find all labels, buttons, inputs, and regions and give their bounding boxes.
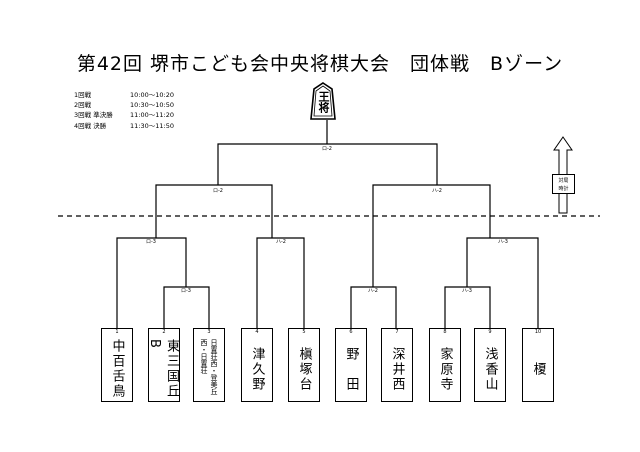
team-box: 7 深井西 [381,328,413,402]
team-seed: 7 [395,329,399,335]
team-name: 浅香山 [482,346,498,392]
team-name: 津久野 [249,346,265,392]
team-name: 家原寺 [437,346,453,392]
team-name: 野 田 [343,346,359,392]
clock-label-line: 時計 [558,186,569,192]
bracket-match-d1 [444,286,491,330]
team-name: 東三国丘B [147,339,179,399]
score-match: ハ-3 [497,239,509,245]
team-seed: 3 [207,329,211,335]
team-box: 6 野 田 [335,328,367,402]
score-match: ハ-3 [461,288,473,294]
team-seed: 2 [162,329,166,335]
team-seed: 9 [488,329,492,335]
clock-label-line: 対局 [558,178,569,184]
team-box: 1 中百舌鳥 [101,328,133,402]
schedule-row: 2回戦 10:30〜10:50 [74,100,174,110]
score-match: ハ-2 [275,239,287,245]
team-name: 深井西 [389,346,405,392]
schedule-time: 11:00〜11:20 [130,111,174,120]
score-semifinal-left: ロ-2 [212,188,224,194]
schedule-row: 3回戦 準決勝 11:00〜11:20 [74,110,174,120]
team-box: 8 家原寺 [429,328,461,402]
team-box: 10 榎 [522,328,554,402]
schedule-round: 3回戦 準決勝 [74,111,113,120]
bracket-semifinal-left [155,184,273,238]
schedule-round: 4回戦 決勝 [74,121,107,130]
schedule-round: 2回戦 [74,101,92,110]
score-match: ハ-2 [367,288,379,294]
score-final: ロ-2 [321,146,333,152]
score-match: ロ-3 [145,239,157,245]
schedule-round: 1回戦 [74,91,92,99]
team-box: 9 浅香山 [474,328,506,402]
team-seed: 8 [443,329,447,335]
team-box: 2 東三国丘B [147,328,180,402]
team-name: 槇塚台 [296,346,312,392]
bracket-match-a [116,237,187,330]
team-name: 日置荘西・登美丘西・日置荘 [200,339,218,395]
bracket-match-b [256,237,305,330]
team-seed: 1 [115,329,119,335]
team-seed: 6 [349,329,353,335]
schedule-row: 4回戦 決勝 11:30〜11:50 [74,121,174,131]
score-match: ロ-3 [180,288,192,294]
schedule-time: 11:30〜11:50 [130,121,174,130]
schedule-row: 1回戦 10:00〜10:20 [74,90,174,100]
bracket-match-a1 [163,286,210,330]
team-seed: 4 [255,329,259,335]
schedule-time: 10:30〜10:50 [130,101,174,110]
bracket-match-c [350,286,397,330]
team-seed: 10 [534,329,542,335]
clock-label: 対局 時計 [552,174,575,194]
team-box: 3 日置荘西・登美丘西・日置荘 [193,328,225,402]
page-title: 第42回 堺市こども会中央将棋大会 団体戦 Bゾーン [76,53,564,75]
team-name: 中百舌鳥 [109,339,125,399]
schedule-time: 10:00〜10:20 [130,91,174,99]
bracket-semifinal-right [372,184,491,287]
bracket-final [217,120,438,185]
schedule-table: 1回戦 10:00〜10:20 2回戦 10:30〜10:50 3回戦 準決勝 … [74,90,174,131]
score-semifinal-right: ハ-2 [431,188,443,194]
team-box: 5 槇塚台 [288,328,320,402]
shogi-king-piece-icon: 王将 [310,82,336,120]
team-box: 4 津久野 [241,328,273,402]
team-seed: 5 [302,329,306,335]
team-name: 榎 [530,361,546,377]
koma-label: 王将 [317,91,330,113]
bracket-match-d [466,237,539,330]
